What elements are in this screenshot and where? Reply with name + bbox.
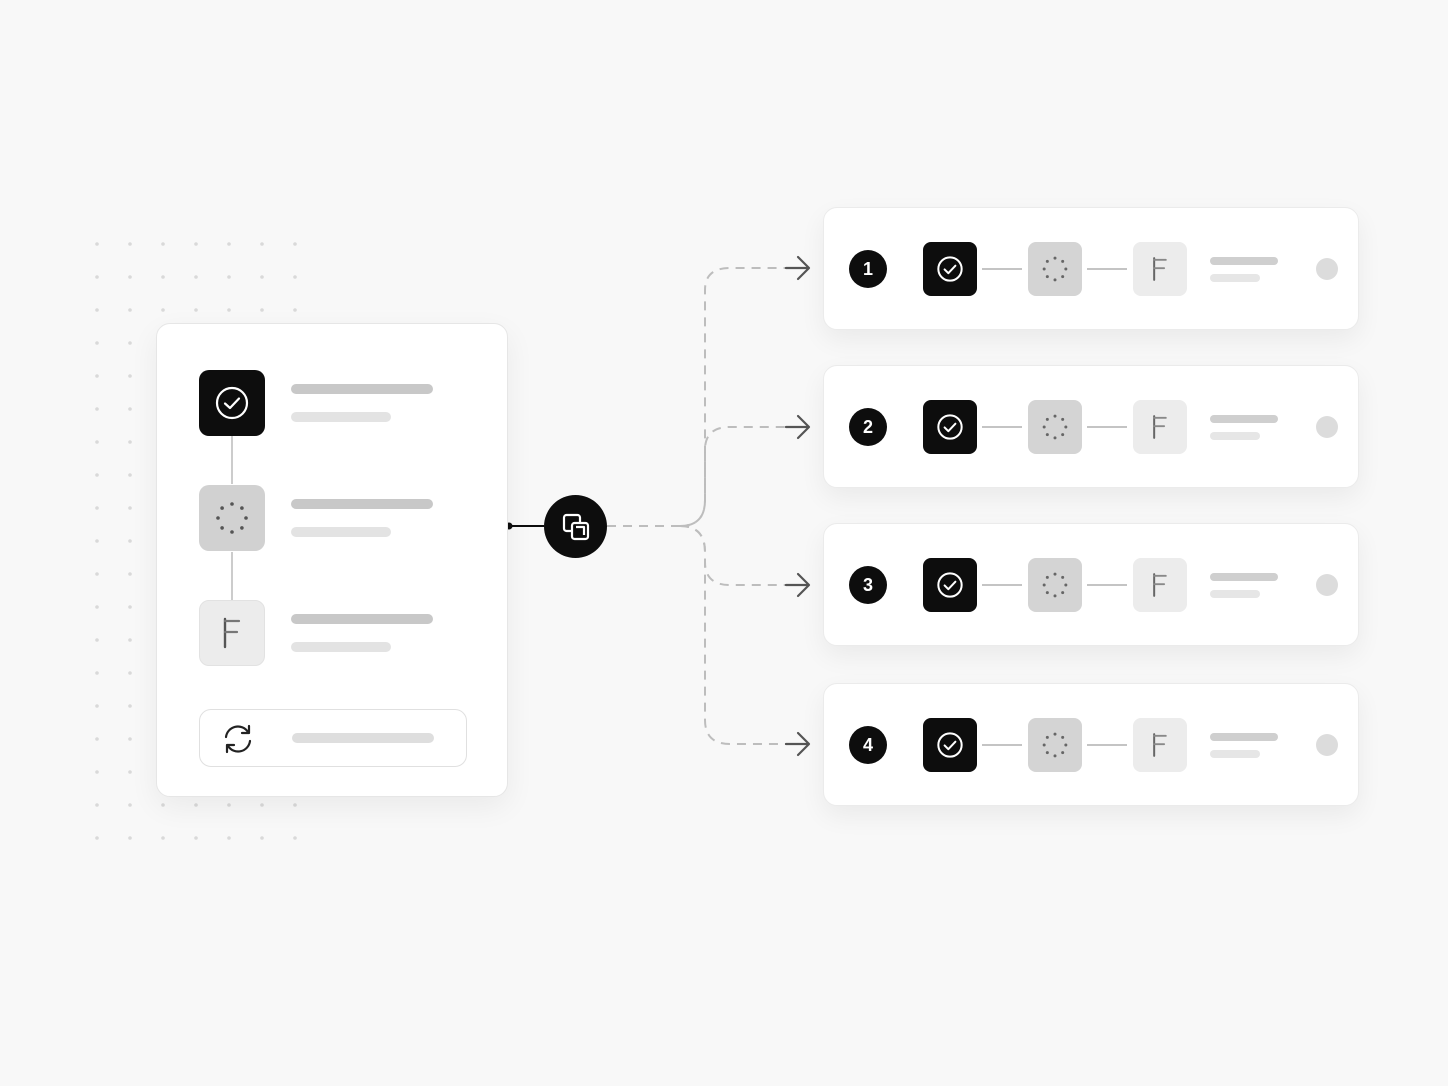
sync-button[interactable]	[199, 709, 467, 767]
step-pending[interactable]	[199, 600, 265, 666]
step-complete[interactable]	[923, 400, 977, 454]
step-title-placeholder	[291, 614, 433, 624]
check-circle-icon	[937, 572, 963, 598]
step-subtitle-placeholder	[291, 527, 391, 537]
step-in-progress[interactable]	[1028, 242, 1082, 296]
check-circle-icon	[937, 732, 963, 758]
row-number-badge: 4	[849, 726, 887, 764]
arrow-right-icon	[784, 572, 811, 598]
duplicate-icon	[562, 513, 589, 540]
step-complete[interactable]	[923, 242, 977, 296]
row-subtitle-placeholder	[1210, 750, 1260, 758]
step-connector-line	[1087, 584, 1127, 586]
status-indicator	[1316, 734, 1338, 756]
step-connector-line	[231, 436, 233, 484]
row-subtitle-placeholder	[1210, 432, 1260, 440]
branch-lines	[607, 267, 800, 745]
step-connector-line	[1087, 744, 1127, 746]
step-connector-line	[1087, 426, 1127, 428]
step-pending[interactable]	[1133, 242, 1187, 296]
row-number-badge: 1	[849, 250, 887, 288]
row-title-placeholder	[1210, 257, 1278, 265]
row-subtitle-placeholder	[1210, 590, 1260, 598]
workflow-copy-card-4[interactable]: 4	[823, 683, 1359, 806]
workflow-copy-card-3[interactable]: 3	[823, 523, 1359, 646]
step-connector-line	[982, 426, 1022, 428]
step-in-progress[interactable]	[1028, 718, 1082, 772]
flag-icon	[1153, 573, 1167, 597]
row-subtitle-placeholder	[1210, 274, 1260, 282]
step-connector-line	[1087, 268, 1127, 270]
arrow-right-icon	[784, 731, 811, 757]
flag-icon	[223, 617, 241, 649]
step-complete[interactable]	[199, 370, 265, 436]
step-in-progress[interactable]	[1028, 558, 1082, 612]
step-title-placeholder	[291, 384, 433, 394]
refresh-icon	[224, 724, 252, 754]
branch-line-3	[679, 525, 800, 586]
check-circle-icon	[937, 414, 963, 440]
row-title-placeholder	[1210, 415, 1278, 423]
step-subtitle-placeholder	[291, 412, 391, 422]
loading-dots-icon	[1042, 256, 1068, 282]
status-indicator	[1316, 416, 1338, 438]
loading-dots-icon	[1042, 732, 1068, 758]
source-workflow-card	[156, 323, 508, 797]
check-circle-icon	[215, 386, 249, 420]
sync-label-placeholder	[292, 733, 434, 743]
workflow-copy-card-1[interactable]: 1	[823, 207, 1359, 330]
step-connector-line	[982, 584, 1022, 586]
flag-icon	[1153, 733, 1167, 757]
status-indicator	[1316, 574, 1338, 596]
step-in-progress[interactable]	[1028, 400, 1082, 454]
row-number-badge: 2	[849, 408, 887, 446]
branch-line-1	[607, 267, 800, 527]
flag-icon	[1153, 257, 1167, 281]
loading-dots-icon	[1042, 572, 1068, 598]
step-connector-line	[982, 744, 1022, 746]
step-pending[interactable]	[1133, 400, 1187, 454]
step-pending[interactable]	[1133, 718, 1187, 772]
workflow-copy-card-2[interactable]: 2	[823, 365, 1359, 488]
step-connector-line	[231, 552, 233, 600]
step-connector-line	[982, 268, 1022, 270]
arrow-right-icon	[784, 255, 811, 281]
duplicate-hub-button[interactable]	[544, 495, 607, 558]
check-circle-icon	[937, 256, 963, 282]
step-pending[interactable]	[1133, 558, 1187, 612]
step-subtitle-placeholder	[291, 642, 391, 652]
row-title-placeholder	[1210, 573, 1278, 581]
row-title-placeholder	[1210, 733, 1278, 741]
branch-line-2	[679, 426, 800, 527]
arrow-right-icon	[784, 414, 811, 440]
loading-dots-icon	[216, 502, 248, 534]
step-complete[interactable]	[923, 718, 977, 772]
step-title-placeholder	[291, 499, 433, 509]
branch-line-4	[679, 525, 800, 745]
step-in-progress[interactable]	[199, 485, 265, 551]
row-number-badge: 3	[849, 566, 887, 604]
loading-dots-icon	[1042, 414, 1068, 440]
step-complete[interactable]	[923, 558, 977, 612]
status-indicator	[1316, 258, 1338, 280]
flag-icon	[1153, 415, 1167, 439]
